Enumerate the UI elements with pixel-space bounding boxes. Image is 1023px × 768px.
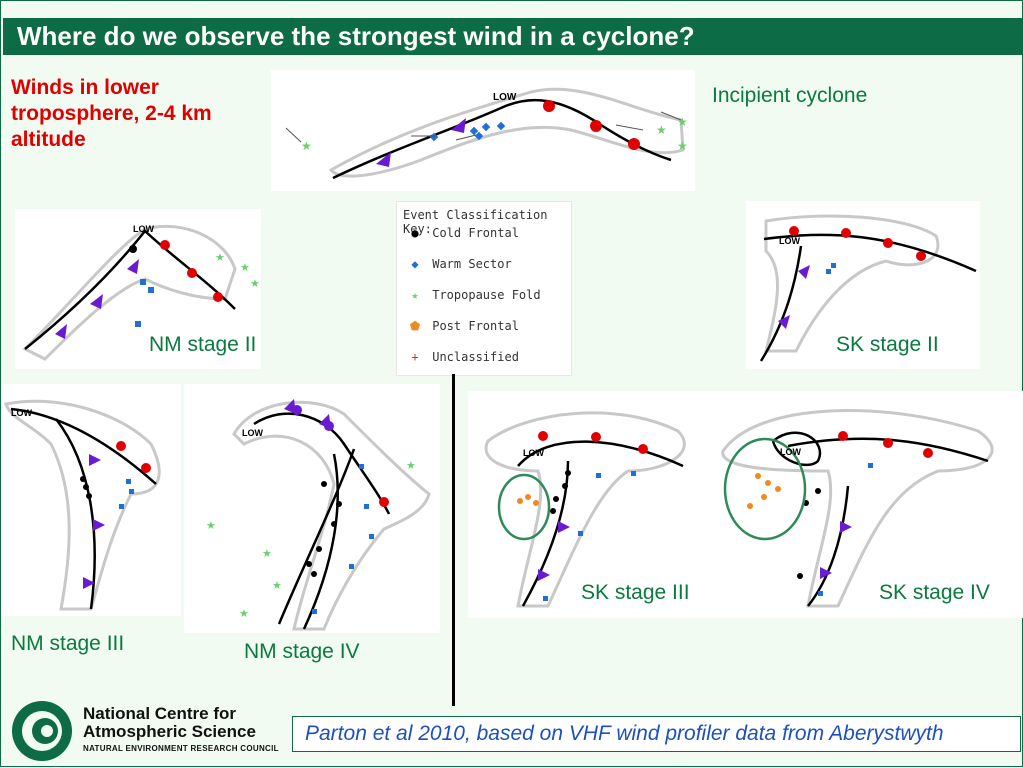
label-nm-stage-ii: NM stage II xyxy=(149,333,257,356)
svg-text:★: ★ xyxy=(239,608,249,620)
panel-nm2: ★★★ LOW xyxy=(15,209,261,369)
sk3-sk4-diagram: LOW LOW xyxy=(484,409,994,608)
ncas-logo: National Centre for Atmospheric Science … xyxy=(9,699,279,763)
event-classification-key: Event Classification Key: ● Cold Frontal… xyxy=(396,201,572,376)
panel-nm4: ★ ★ ★ ★ ★ LOW xyxy=(184,384,440,633)
label-sk-stage-iii: SK stage III xyxy=(581,581,690,604)
key-item-tropopause-fold: ★ Tropopause Fold xyxy=(405,288,540,306)
svg-text:★: ★ xyxy=(262,548,272,560)
key-item-unclassified: + Unclassified xyxy=(405,350,519,368)
panel-incipient: ★ ★ ★ ★ LOW xyxy=(271,70,695,191)
svg-text:★: ★ xyxy=(206,520,216,532)
svg-text:★: ★ xyxy=(406,460,416,472)
key-item-cold-frontal: ● Cold Frontal xyxy=(405,226,519,244)
svg-text:★: ★ xyxy=(301,139,312,153)
nm3-diagram: LOW xyxy=(4,399,161,611)
key-title: Event Classification Key: xyxy=(403,208,548,236)
low-label: LOW xyxy=(493,92,517,103)
label-incipient: Incipient cyclone xyxy=(712,84,868,107)
key-item-warm-sector: ◆ Warm Sector xyxy=(405,257,511,275)
svg-text:★: ★ xyxy=(272,580,282,592)
citation: Parton et al 2010, based on VHF wind pro… xyxy=(305,722,944,745)
slide-title: Where do we observe the strongest wind i… xyxy=(17,21,695,51)
low-label: LOW xyxy=(523,448,544,458)
svg-text:★: ★ xyxy=(240,262,250,274)
sk2-diagram: LOW xyxy=(759,214,977,362)
black-dot-icon: ● xyxy=(411,226,419,240)
logo-line-2: Atmospheric Science xyxy=(83,722,256,741)
red-cross-icon: + xyxy=(411,350,419,364)
svg-text:★: ★ xyxy=(677,139,688,153)
ncas-swirl-icon xyxy=(12,701,72,761)
svg-text:★: ★ xyxy=(677,115,688,129)
nm4-diagram: ★ ★ ★ ★ ★ LOW xyxy=(206,399,431,631)
svg-text:★: ★ xyxy=(250,278,260,290)
label-nm-stage-iv: NM stage IV xyxy=(244,640,360,663)
low-label: LOW xyxy=(779,236,800,246)
panel-nm3: LOW xyxy=(1,384,181,616)
low-label: LOW xyxy=(780,447,801,457)
logo-line-3: NATURAL ENVIRONMENT RESEARCH COUNCIL xyxy=(83,744,279,753)
svg-text:★: ★ xyxy=(656,123,667,137)
incipient-diagram: ★ ★ ★ ★ LOW xyxy=(285,87,688,180)
label-sk-stage-ii: SK stage II xyxy=(836,333,939,356)
label-sk-stage-iv: SK stage IV xyxy=(879,581,990,604)
panel-sk3-sk4: LOW LOW xyxy=(468,391,1023,618)
nm2-diagram: ★★★ LOW xyxy=(22,224,260,361)
low-label: LOW xyxy=(11,408,32,418)
label-nm-stage-iii: NM stage III xyxy=(11,632,125,655)
low-label: LOW xyxy=(242,428,263,438)
panel-sk2: LOW xyxy=(746,201,980,369)
orange-pentagon-icon: ⬟ xyxy=(409,319,421,333)
title-bar: Where do we observe the strongest wind i… xyxy=(3,18,1022,55)
divider-line xyxy=(452,374,455,706)
svg-text:★: ★ xyxy=(215,252,225,264)
subtitle: Winds in lower troposphere, 2-4 km altit… xyxy=(11,76,212,151)
low-label: LOW xyxy=(133,224,154,234)
citation-box: Parton et al 2010, based on VHF wind pro… xyxy=(292,716,1021,752)
key-item-post-frontal: ⬟ Post Frontal xyxy=(405,319,519,337)
logo-line-1: National Centre for xyxy=(83,704,237,723)
green-star-icon: ★ xyxy=(411,288,419,302)
blue-diamond-icon: ◆ xyxy=(411,257,419,271)
